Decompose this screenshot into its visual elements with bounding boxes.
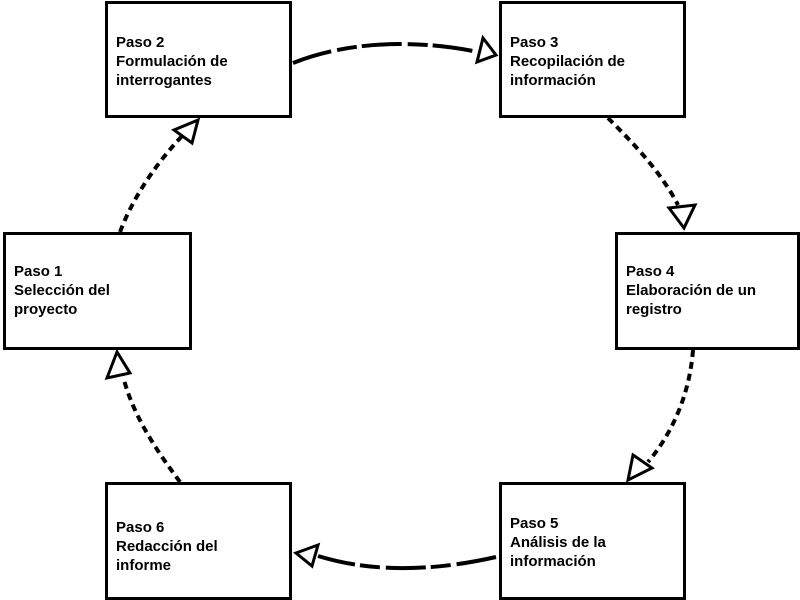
step-6-line2: informe [116, 557, 172, 574]
step-6-title: Paso 6 [116, 519, 165, 536]
step-6-line1: Redacción del [116, 538, 218, 555]
step-2-line2: interrogantes [116, 72, 212, 89]
step-4-line2: registro [626, 301, 682, 318]
step-2-title: Paso 2 [116, 34, 165, 51]
arrowhead-to-step6 [292, 542, 321, 569]
step-box-3: Paso 3 Recopilación de información [499, 1, 686, 118]
connector-step6-to-step1 [122, 379, 182, 484]
step-1-title: Paso 1 [14, 263, 63, 280]
step-box-4: Paso 4 Elaboración de un registro [615, 232, 800, 350]
step-3-line2: información [510, 72, 596, 89]
connector-step3-to-step4 [606, 116, 680, 206]
step-5-line2: información [510, 553, 596, 570]
connector-step1-to-step2 [118, 133, 185, 233]
step-box-6: Paso 6 Redacción del informe [105, 482, 292, 600]
step-box-2: Paso 2 Formulación de interrogantes [105, 1, 292, 118]
arrowhead-to-step4 [666, 203, 698, 231]
arrowhead-to-step2 [170, 117, 201, 146]
arrowhead-to-step5 [625, 452, 655, 483]
step-4-title: Paso 4 [626, 263, 675, 280]
connector-step4-to-step5 [646, 349, 695, 464]
step-3-title: Paso 3 [510, 34, 559, 51]
step-3-line1: Recopilación de [510, 53, 626, 70]
step-2-line1: Formulación de [116, 53, 228, 70]
arrowhead-to-step3 [474, 34, 499, 65]
step-5-title: Paso 5 [510, 515, 559, 532]
connector-step2-to-step3 [292, 42, 479, 65]
arrowhead-to-step1 [104, 348, 133, 381]
step-1-line1: Selección del [14, 282, 110, 299]
step-box-1: Paso 1 Selección del proyecto [3, 232, 192, 350]
step-4-line1: Elaboración de un [626, 282, 757, 299]
step-1-line2: proyecto [14, 301, 78, 318]
step-5-line1: Análisis de la [510, 534, 606, 551]
step-box-5: Paso 5 Análisis de la información [499, 482, 686, 600]
connector-step5-to-step6 [317, 554, 497, 571]
